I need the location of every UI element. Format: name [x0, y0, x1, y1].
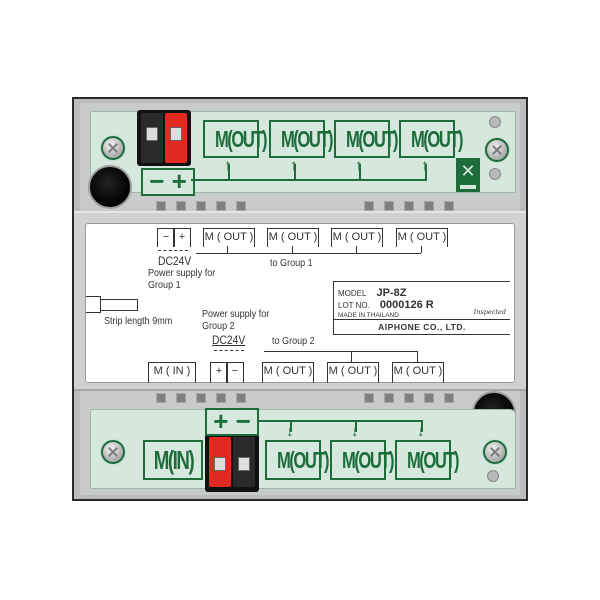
- screw-icon: [483, 440, 507, 464]
- terminal-m-out-2[interactable]: M(OUT): [269, 120, 334, 158]
- model-value: JP-8Z: [376, 287, 407, 299]
- nameplate: MODEL JP-8Z LOT NO. 0000126 R MADE IN THAI…: [333, 281, 510, 335]
- label-g1-m-out-2: M ( OUT ): [267, 228, 319, 247]
- label-g1-power-line2: Group 1: [148, 279, 181, 291]
- arrow-up-icon: ↑: [290, 157, 298, 174]
- terminal-m-out-4[interactable]: M(OUT): [399, 120, 464, 158]
- arrow-down-icon: ↓: [286, 423, 294, 440]
- label-band: − + DC24V Power supply for Group 1 M ( O…: [74, 211, 526, 391]
- manufacturer-name: AIPHONE CO., LTD.: [334, 319, 510, 334]
- lot-label: LOT NO.: [338, 301, 370, 310]
- label-g2-m-out-2: M ( OUT ): [327, 362, 379, 383]
- arrow-up-icon: ↑: [355, 157, 363, 174]
- lot-value: 0000126 R: [379, 299, 434, 311]
- label-g2-power-line1: Power supply for: [202, 308, 270, 320]
- connector-red-terminal: [165, 113, 187, 163]
- terminal-m-out-b3[interactable]: M(OUT): [395, 440, 460, 480]
- label-g2-voltage: DC24V: [212, 333, 246, 347]
- weee-bin-icon: ✕: [456, 158, 480, 192]
- inspected-stamp: Inspected: [473, 308, 506, 316]
- screw-icon: [101, 136, 125, 160]
- arrow-down-icon: ↓: [417, 423, 425, 440]
- vent-teeth-top-right: [364, 201, 454, 211]
- label-g2-power-line2: Group 2: [202, 320, 235, 332]
- label-g2-m-out-1: M ( OUT ): [262, 362, 314, 383]
- distribution-adaptor-device: − + M(OUT) M(OUT) M(OUT) M(OUT) ↑ ↑ ↑ ↑ …: [72, 97, 528, 501]
- label-g1-minus: −: [157, 228, 175, 247]
- label-g1-m-out-1: M ( OUT ): [203, 228, 255, 247]
- terminal-m-out-b2[interactable]: M(OUT): [330, 440, 395, 480]
- arrow-up-icon: ↑: [421, 157, 429, 174]
- label-g1-power-line1: Power supply for: [148, 267, 216, 279]
- mounting-hole-top-left: [88, 165, 132, 209]
- vent-teeth-top: [156, 201, 246, 211]
- label-g2-plus: +: [210, 362, 228, 383]
- screw-icon: [485, 138, 509, 162]
- label-g1-m-out-3: M ( OUT ): [331, 228, 383, 247]
- terminal-m-out-b1[interactable]: M(OUT): [265, 440, 330, 480]
- label-g2-minus: −: [226, 362, 244, 383]
- bus-line: [191, 179, 427, 181]
- label-g2-m-out-3: M ( OUT ): [392, 362, 444, 383]
- terminal-m-out-1[interactable]: M(OUT): [203, 120, 268, 158]
- terminal-m-in[interactable]: M(IN): [143, 440, 203, 480]
- top-terminal-board: − + M(OUT) M(OUT) M(OUT) M(OUT) ↑ ↑ ↑ ↑ …: [90, 110, 516, 196]
- label-to-group1: to Group 1: [270, 257, 313, 269]
- label-g1-m-out-4: M ( OUT ): [396, 228, 448, 247]
- label-g1-voltage: DC24V: [158, 254, 192, 268]
- origin-text: MADE IN THAILAND: [338, 312, 399, 319]
- polarity-minus-plus-label: − +: [141, 168, 195, 196]
- power-connector-group2[interactable]: [205, 434, 259, 492]
- terminal-m-out-3[interactable]: M(OUT): [334, 120, 399, 158]
- screw-icon: [101, 440, 125, 464]
- arrow-up-icon: ↑: [224, 157, 232, 174]
- label-to-group2: to Group 2: [272, 335, 315, 347]
- arrow-down-icon: ↓: [351, 423, 359, 440]
- connector-red-terminal: [209, 437, 231, 487]
- mounting-pin-icon: [487, 470, 499, 482]
- vent-teeth-bottom-right: [364, 393, 454, 403]
- bus-line: [257, 420, 423, 422]
- label-strip-length: Strip length 9mm: [104, 315, 173, 327]
- power-connector-group1[interactable]: [137, 110, 191, 166]
- model-label: MODEL: [338, 289, 367, 298]
- label-g2-m-in: M ( IN ): [148, 362, 196, 383]
- vent-teeth-bottom: [156, 393, 246, 403]
- bottom-terminal-board: M(IN) + − M(OUT) M(OUT) M(OUT) ↓ ↓ ↓: [90, 408, 516, 492]
- polarity-plus-minus-label: + −: [205, 408, 259, 436]
- mounting-pin-icon: [489, 168, 501, 180]
- wiring-label: − + DC24V Power supply for Group 1 M ( O…: [85, 223, 515, 383]
- device-housing: − + M(OUT) M(OUT) M(OUT) M(OUT) ↑ ↑ ↑ ↑ …: [74, 99, 526, 499]
- connector-black-terminal: [233, 437, 255, 487]
- mounting-pin-icon: [489, 116, 501, 128]
- connector-black-terminal: [141, 113, 163, 163]
- strip-length-diagram: [101, 299, 138, 311]
- label-g1-plus: +: [173, 228, 191, 247]
